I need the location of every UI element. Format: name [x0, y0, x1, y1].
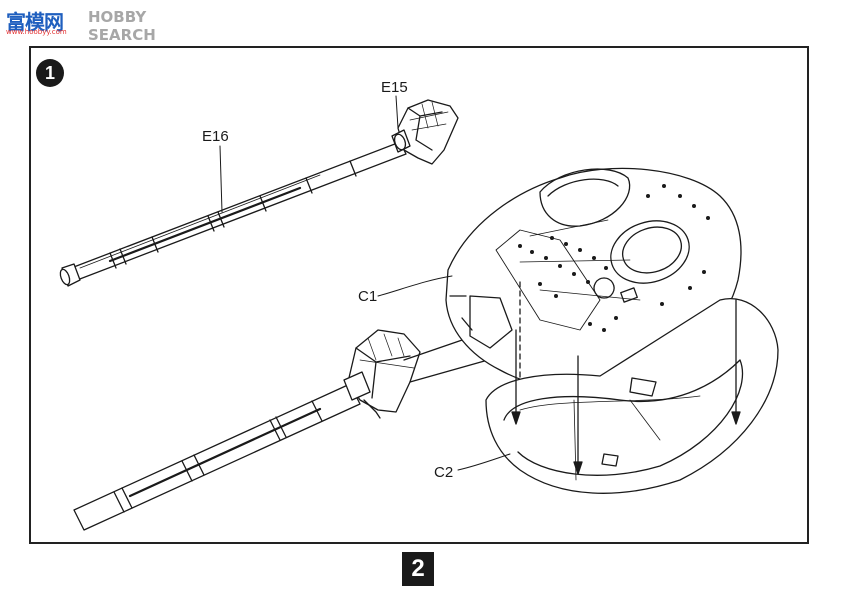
upper-gun-barrel-e16: [59, 141, 407, 287]
part-label-c1: C1: [358, 288, 378, 305]
part-label-e16: E16: [202, 128, 229, 145]
turret-ring-c2: [485, 297, 779, 494]
step-number-badge: 1: [36, 59, 64, 87]
leader-e16: [219, 145, 223, 213]
fit-arrows: [511, 299, 741, 475]
leader-c2: [457, 453, 511, 471]
part-label-e15: E15: [381, 79, 408, 96]
leader-c1: [377, 275, 453, 297]
watermark-url: www.hoobyy.com: [6, 28, 67, 36]
leader-e15: [395, 95, 399, 129]
upper-mantlet-e15: [391, 99, 459, 165]
page-number: 2: [402, 552, 434, 586]
lower-mantlet: [343, 329, 421, 419]
watermark-logo: 富模网 HOBBY SEARCH www.hoobyy.com: [4, 2, 174, 44]
watermark-brand-en: HOBBY SEARCH: [88, 8, 156, 44]
part-label-c2: C2: [434, 464, 454, 481]
lower-gun-barrel: [73, 383, 361, 531]
watermark-brand-cn: 富模网: [6, 10, 64, 34]
instruction-frame: [29, 46, 809, 544]
